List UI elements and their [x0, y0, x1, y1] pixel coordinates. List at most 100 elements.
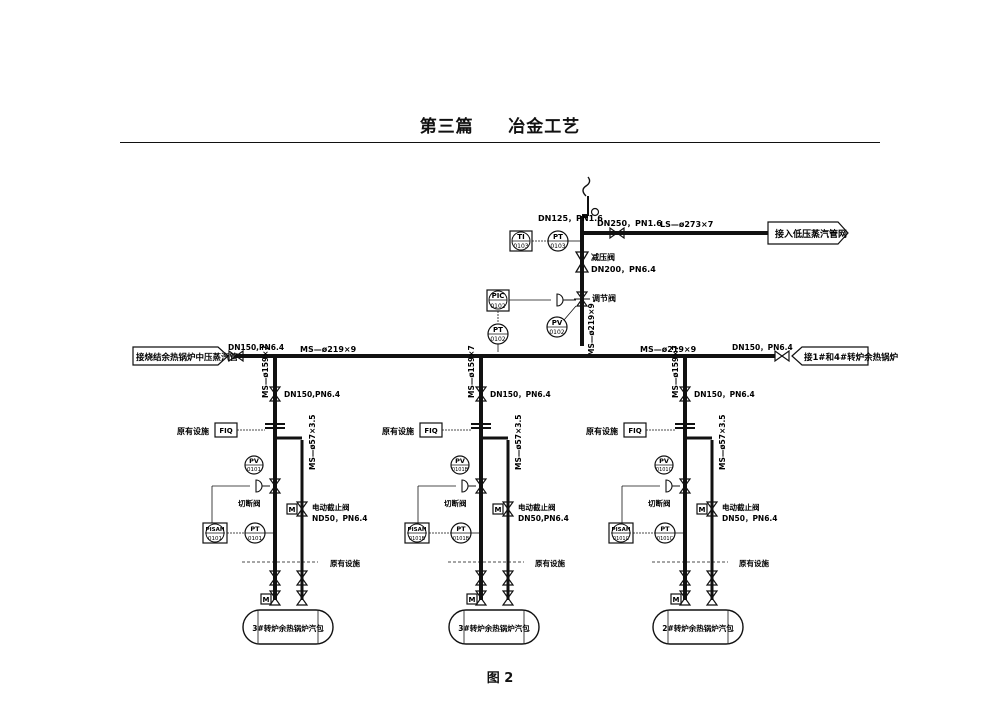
b3-motor2-tag: M	[673, 596, 680, 604]
top-section: DN125，PN1.6 DN250，PN1.6 LS—ø273×7 接入低压蒸汽…	[486, 176, 849, 356]
b2-drum	[448, 609, 540, 645]
figure-caption: 图 2	[486, 671, 514, 686]
b2-existing-label: 原有设施	[535, 558, 565, 568]
b1-motor-valve-label: 电动截止阀	[312, 502, 350, 512]
b2-fiq-label: 原有设施	[382, 426, 414, 436]
b3-pv-number: 0101C	[656, 467, 673, 473]
b2-pisa-tag: PISAH	[408, 527, 427, 533]
left-source-label: 接烧结余热锅炉中压蒸汽管	[136, 352, 239, 363]
b3-drop-pipe: MS—ø159×7	[671, 345, 680, 398]
b3-pt-tag: PT	[660, 525, 670, 533]
b2-drum-label: 3#转炉余热锅炉汽包	[458, 623, 530, 633]
b1-drum-label: 3#转炉余热锅炉汽包	[252, 623, 324, 633]
b1-drum	[242, 609, 334, 645]
b1-existing-label: 原有设施	[330, 558, 360, 568]
ti-tag: TI	[517, 233, 524, 241]
pt-0103-tag: PT	[553, 233, 563, 241]
actuator-icon	[556, 293, 564, 307]
b2-pv-number: 0101B	[452, 467, 469, 473]
branch-1: DN150,PN6.4 MS—ø159×7 原有设施 FIQ MS—ø57×3.…	[177, 345, 368, 645]
b1-pt-number: 0101	[248, 536, 262, 542]
b2-cut-valve-label: 切断阀	[444, 498, 467, 508]
b1-pisa-number: 0101	[208, 536, 222, 542]
b3-pisa-tag: PISAH	[612, 527, 631, 533]
b1-motor-tag: M	[289, 506, 296, 514]
b3-drum	[652, 609, 744, 645]
b3-motor-valve-label: 电动截止阀	[722, 502, 760, 512]
b3-drop-spec: DN150，PN6.4	[694, 390, 755, 399]
header-rule	[120, 142, 880, 143]
b1-motor2-tag: M	[263, 596, 270, 604]
ls-pipe-label: LS—ø273×7	[660, 220, 713, 229]
pt-0103-number: 0103	[550, 243, 565, 250]
b2-pt-tag: PT	[456, 525, 466, 533]
b2-motor-valve-label: 电动截止阀	[518, 502, 556, 512]
b2-fiq-tag: FIQ	[424, 427, 437, 435]
b3-small-pipe: MS—ø57×3.5	[718, 414, 727, 470]
pic-tag: PIC	[492, 292, 505, 300]
b3-fiq-tag: FIQ	[628, 427, 641, 435]
left-source-arrow	[132, 346, 229, 366]
pv-0102-tag: PV	[552, 319, 563, 327]
reducing-valve-label: 减压阀	[591, 252, 615, 262]
right-gate-valve-icon	[774, 350, 790, 362]
vent-outlet-icon	[582, 176, 591, 197]
b2-motor2-tag: M	[469, 596, 476, 604]
outlet-spec: DN250，PN1.6	[597, 219, 662, 228]
b1-drop-spec: DN150,PN6.4	[284, 390, 340, 399]
left-spec: DN150,PN6.4	[228, 343, 284, 352]
b1-pv-tag: PV	[249, 457, 259, 465]
b2-drop-spec: DN150，PN6.4	[490, 390, 551, 399]
b1-drop-pipe: MS—ø159×7	[261, 345, 270, 398]
main-header: 接烧结余热锅炉中压蒸汽管 DN150,PN6.4 MS—ø219×9 接1#和4…	[132, 343, 899, 366]
destination-label: 接入低压蒸汽管网	[775, 228, 847, 240]
right-source-label: 接1#和4#转炉余热锅炉	[804, 352, 899, 363]
branch-2: DN150，PN6.4 MS—ø159×7 原有设施 FIQ MS—ø57×3.…	[382, 345, 569, 645]
b2-motor-spec: DN50,PN6.4	[518, 514, 569, 523]
b2-pt-number: 0101B	[453, 536, 470, 542]
pic-number: 0102	[490, 303, 505, 310]
ti-number: 0103	[513, 243, 528, 250]
pt-0102-number: 0102	[490, 336, 505, 343]
b2-pisa-number: 0101B	[409, 536, 426, 542]
control-valve-label: 调节阀	[592, 293, 616, 303]
b3-pt-number: 0101C	[657, 536, 674, 542]
safety-valve-icon	[590, 207, 600, 217]
reducing-valve-icon	[574, 251, 590, 264]
b1-small-pipe: MS—ø57×3.5	[308, 414, 317, 470]
b1-cut-valve-label: 切断阀	[238, 498, 261, 508]
section-label: 第三篇	[419, 117, 474, 137]
branch-3: DN150，PN6.4 MS—ø159×7 原有设施 FIQ MS—ø57×3.…	[586, 345, 778, 645]
b1-fiq-tag: FIQ	[219, 427, 232, 435]
reducing-valve-spec: DN200，PN6.4	[591, 265, 656, 274]
b3-pisa-number: 0101C	[613, 536, 630, 542]
b1-pv-number: 0101	[247, 467, 261, 473]
b3-motor-tag: M	[699, 506, 706, 514]
pv-0102-number: 0102	[549, 329, 564, 336]
b1-motor-spec: ND50，PN6.4	[312, 514, 368, 523]
right-pipe-label: MS—ø219×9	[640, 345, 697, 354]
b1-fiq-label: 原有设施	[177, 426, 209, 436]
b3-existing-label: 原有设施	[739, 558, 769, 568]
pt-0102-tag: PT	[493, 326, 503, 334]
b1-pisa-tag: PISAH	[206, 527, 225, 533]
left-pipe-label: MS—ø219×9	[300, 345, 357, 354]
b3-pv-tag: PV	[659, 457, 669, 465]
b3-drum-label: 2#转炉余热锅炉汽包	[662, 623, 734, 633]
section-title: 冶金工艺	[508, 117, 581, 137]
right-source-arrow	[791, 346, 869, 366]
b2-drop-pipe: MS—ø159×7	[467, 345, 476, 398]
b3-motor-spec: DN50，PN6.4	[722, 514, 778, 523]
b3-cut-valve-label: 切断阀	[648, 498, 671, 508]
b3-fiq-label: 原有设施	[586, 426, 618, 436]
b1-pt-tag: PT	[250, 525, 260, 533]
b2-pv-tag: PV	[455, 457, 465, 465]
b2-motor-tag: M	[495, 506, 502, 514]
destination-arrow	[767, 221, 849, 245]
vent-spec: DN125，PN1.6	[538, 214, 603, 223]
b2-small-pipe: MS—ø57×3.5	[514, 414, 523, 470]
page-header: 第三篇 冶金工艺	[0, 112, 1000, 137]
riser-pipe-label: MS—ø219×9	[587, 303, 596, 356]
right-spec: DN150，PN6.4	[732, 343, 793, 352]
